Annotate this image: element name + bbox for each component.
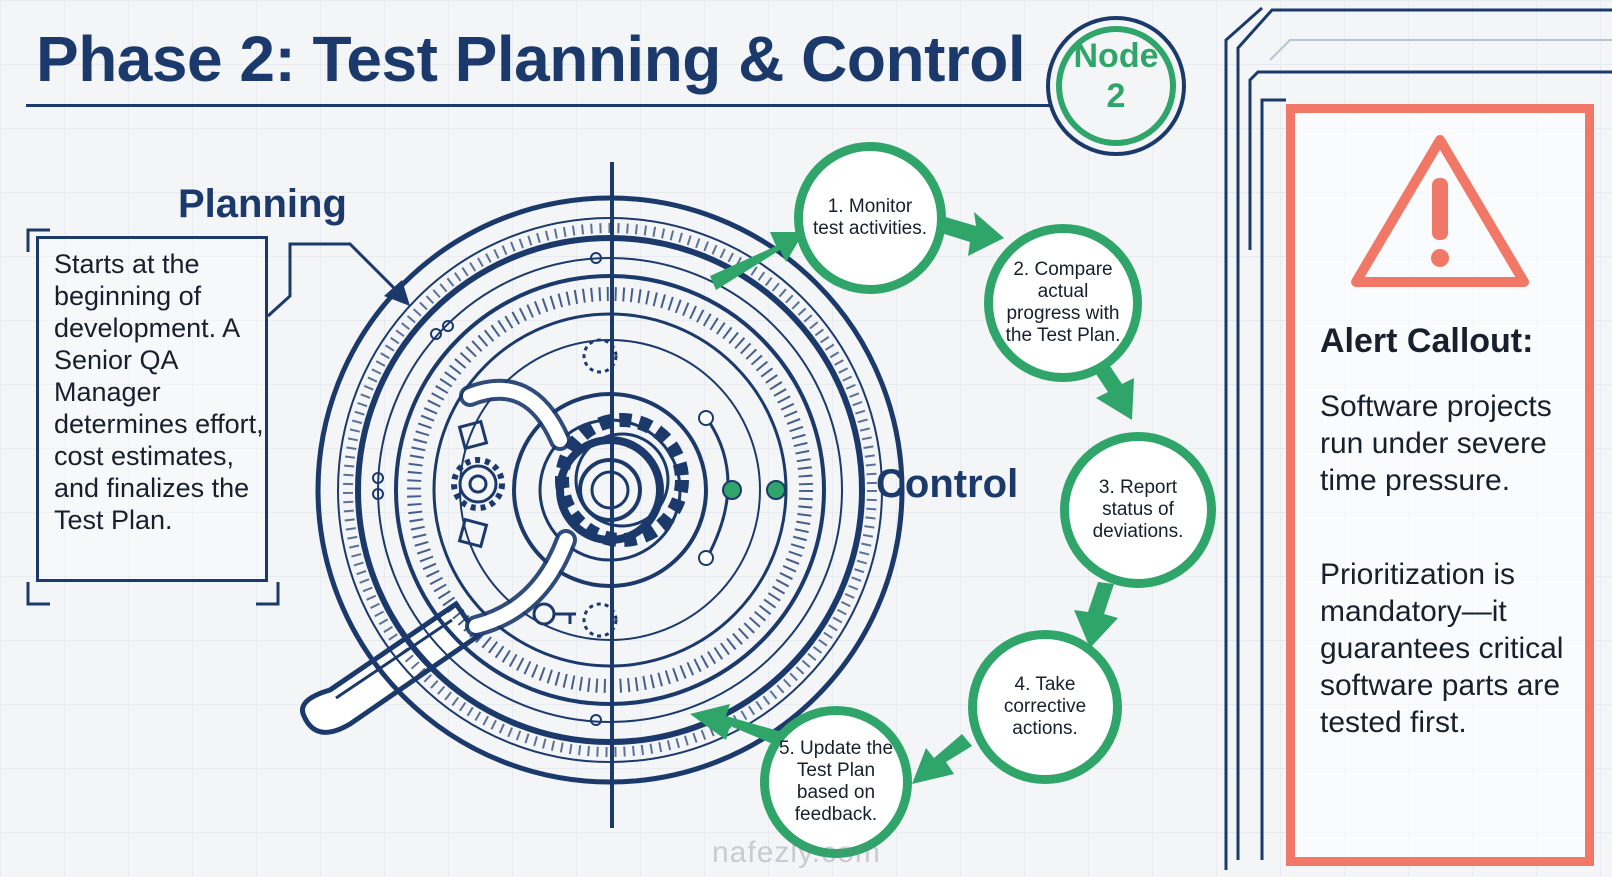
node-badge-text: Node 2 [1046, 36, 1186, 116]
control-step-2-label: 2. Compare actual progress with the Test… [1005, 259, 1121, 346]
alert-title: Alert Callout: [1320, 322, 1534, 360]
page-title: Phase 2: Test Planning & Control [36, 23, 1026, 95]
node-badge-line1: Node [1073, 37, 1159, 75]
control-step-5: 5. Update the Test Plan based on feedbac… [760, 706, 912, 858]
control-step-1: 1. Monitor test activities. [794, 142, 946, 294]
planning-heading: Planning [178, 182, 347, 226]
node-badge-line2: 2 [1106, 77, 1126, 115]
control-step-5-label: 5. Update the Test Plan based on feedbac… [778, 738, 894, 825]
control-step-2: 2. Compare actual progress with the Test… [984, 224, 1142, 382]
watermark: nafezly.com [712, 836, 881, 869]
alert-paragraph-1: Software projects run under severe time … [1320, 390, 1552, 497]
planning-description: Starts at the beginning of development. … [54, 249, 264, 535]
node-badge: Node 2 [1040, 16, 1192, 156]
control-heading: Control [876, 462, 1019, 506]
control-step-3-label: 3. Report status of deviations. [1092, 477, 1184, 542]
planning-box [36, 236, 268, 582]
control-step-1-label: 1. Monitor test activities. [812, 196, 928, 239]
control-step-3: 3. Report status of deviations. [1060, 432, 1216, 588]
alert-paragraph-2: Prioritization is mandatory—it guarantee… [1320, 558, 1564, 739]
node-badge-inner-ring [1056, 26, 1176, 146]
title-underline [26, 104, 1066, 107]
control-step-4-label: 4. Take corrective actions. [1003, 674, 1087, 739]
control-step-4: 4. Take corrective actions. [968, 630, 1122, 784]
